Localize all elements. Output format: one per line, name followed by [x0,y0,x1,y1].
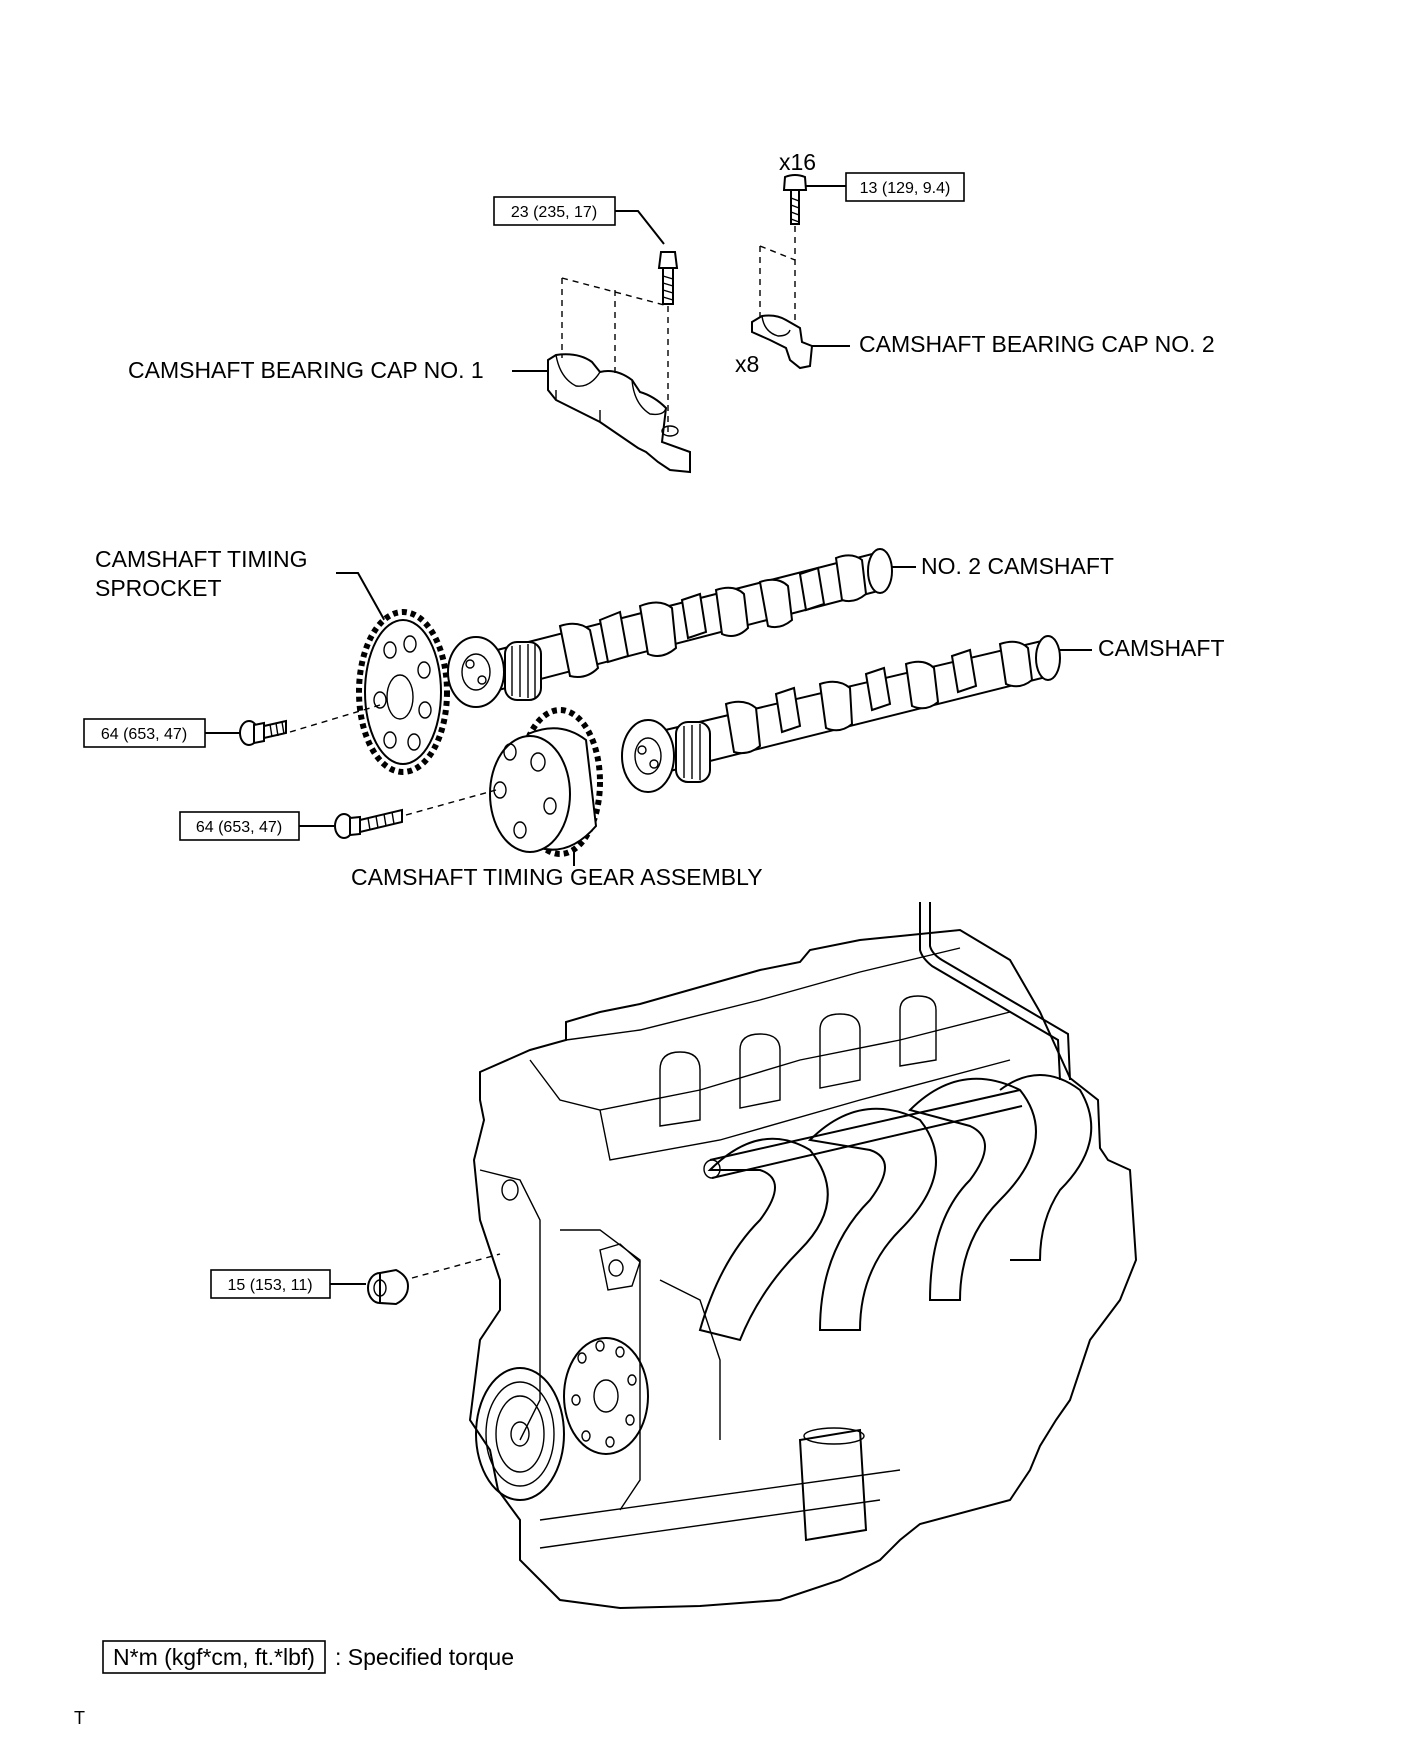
torque-box-gear-bolt: 64 (653, 47) [179,811,300,841]
legend: N*m (kgf*cm, ft.*lbf) : Specified torque [102,1640,514,1674]
plug-part [367,1268,410,1306]
label-timing-gear-assembly: CAMSHAFT TIMING GEAR ASSEMBLY [351,864,763,890]
torque-box-cap1-bolt: 23 (235, 17) [493,196,616,226]
engine-assembly [468,902,1138,1610]
torque-box-cap2-bolt: 13 (129, 9.4) [845,172,965,202]
torque-label-sprocket-bolt: 64 (653, 47) [101,726,187,743]
label-timing-sprocket-line2: SPROCKET [95,575,222,601]
camshaft-part [621,635,1061,793]
label-bearing-cap-1: CAMSHAFT BEARING CAP NO. 1 [128,357,484,383]
label-bearing-cap-2: CAMSHAFT BEARING CAP NO. 2 [859,331,1215,357]
cap-2-bolt [782,174,808,225]
gear-bolt [334,808,403,839]
legend-description: : Specified torque [335,1644,514,1670]
qty-cap2-bolts: x16 [779,149,816,175]
bearing-cap-2-part [751,314,814,370]
qty-cap2-caps: x8 [735,351,759,377]
sprocket-bolt [239,719,287,746]
timing-sprocket-part [356,609,450,775]
label-timing-sprocket-line1: CAMSHAFT TIMING [95,546,308,572]
torque-label-plug: 15 (153, 11) [227,1277,312,1294]
legend-box-text: N*m (kgf*cm, ft.*lbf) [113,1644,315,1670]
torque-box-plug: 15 (153, 11) [210,1269,331,1299]
torque-label-gear-bolt: 64 (653, 47) [196,819,282,836]
cap-1-bolt [657,251,679,305]
torque-label-cap2-bolt: 13 (129, 9.4) [860,180,951,197]
torque-box-sprocket-bolt: 64 (653, 47) [83,718,206,748]
timing-gear-assembly-part [489,707,603,857]
torque-label-cap1-bolt: 23 (235, 17) [511,204,597,221]
no2-camshaft-part [447,548,893,708]
bearing-cap-1-part [547,353,691,474]
label-camshaft: CAMSHAFT [1098,635,1225,661]
label-no2-camshaft: NO. 2 CAMSHAFT [921,553,1114,579]
footer-mark: T [74,1708,85,1728]
